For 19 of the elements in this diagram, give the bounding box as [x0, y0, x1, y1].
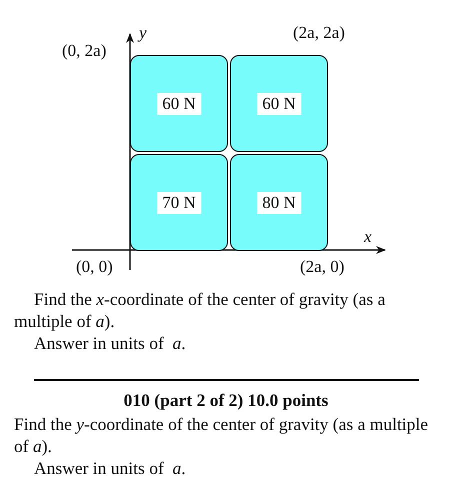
coordinate-label: (2a, 2a) — [293, 22, 345, 44]
axis-label: y — [139, 22, 147, 44]
coordinate-label: (0, 2a) — [62, 40, 106, 62]
question-heading: 010 (part 2 of 2) 10.0 points — [122, 389, 330, 411]
block — [130, 154, 228, 251]
question-text: Find the y-coordinate of the center of gravity (as a multiple of a). — [14, 413, 430, 457]
question-text: Find the x-coordinate of the center of gravity (as a multiple of a). — [14, 288, 386, 332]
weight-label: 80 N — [257, 192, 301, 214]
block — [230, 154, 328, 251]
weight-label: 70 N — [157, 192, 201, 214]
coordinate-label: (0, 0) — [76, 256, 113, 278]
axis-label: x — [364, 226, 372, 248]
answer-units-text: Answer in units of a. — [34, 332, 186, 354]
weight-label: 60 N — [257, 92, 301, 114]
coordinate-label: (2a, 0) — [300, 256, 344, 278]
answer-units-text: Answer in units of a. — [34, 457, 186, 479]
block — [130, 55, 228, 152]
weight-label: 60 N — [157, 92, 201, 114]
block — [230, 55, 328, 152]
